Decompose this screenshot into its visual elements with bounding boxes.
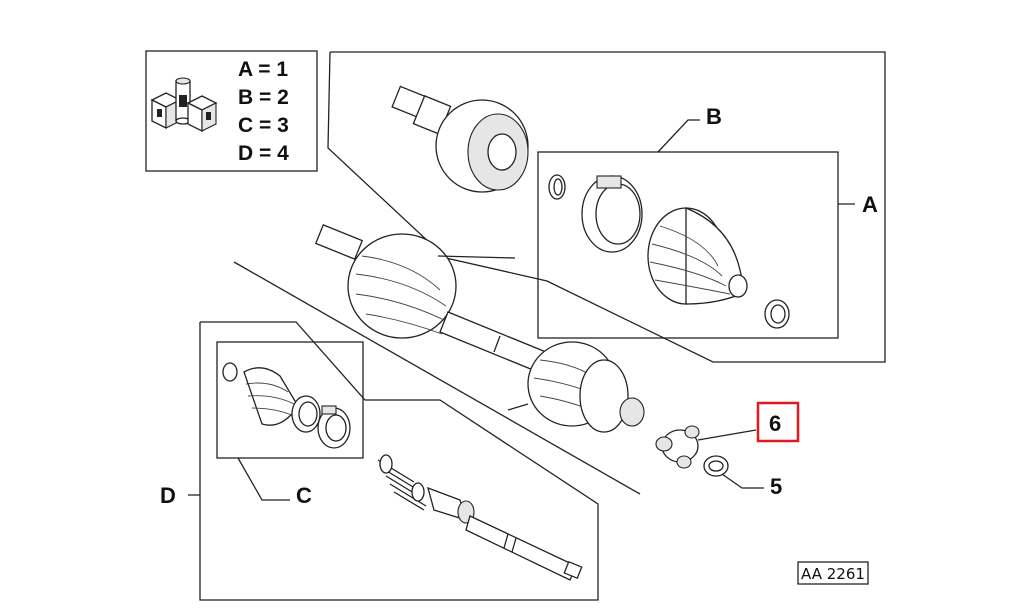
drive-shaft-assembly: [314, 224, 645, 433]
reference-code-box: AA 2261: [797, 561, 869, 585]
separator-line-3: [507, 403, 529, 411]
legend-row-b: B = 2: [238, 86, 289, 109]
part-5-circlip: 5: [703, 455, 782, 499]
callout-b: B: [706, 104, 722, 129]
kit-boxes-icon: [150, 77, 218, 133]
group-a-outline: A: [327, 51, 886, 363]
highlight-box: [756, 401, 800, 443]
callout-6: 6: [769, 411, 781, 436]
group-b-parts: [548, 174, 790, 329]
callout-5: 5: [770, 474, 782, 499]
callout-c: C: [296, 483, 312, 508]
reference-code: AA 2261: [801, 565, 865, 583]
inner-boot: [243, 367, 299, 426]
spring: [377, 454, 427, 511]
part-6-tripod: [655, 425, 757, 469]
separator-line-1: [233, 261, 641, 495]
legend-box: A = 1 B = 2 C = 3 D = 4: [145, 50, 318, 172]
outer-cv-joint: [391, 85, 529, 193]
callout-d: D: [160, 483, 176, 508]
legend-row-a: A = 1: [238, 58, 288, 81]
group-b-box: B: [537, 104, 839, 339]
legend-row-c: C = 3: [238, 114, 289, 137]
legend-row-d: D = 4: [238, 142, 289, 165]
callout-a: A: [862, 192, 878, 217]
group-d-parts: [377, 454, 583, 581]
separator-line-2: [437, 255, 516, 259]
outer-boot: [647, 207, 748, 305]
group-d-outline: D: [160, 321, 599, 601]
part-6-callout: 6: [756, 401, 800, 443]
group-c-box: C: [216, 341, 364, 508]
